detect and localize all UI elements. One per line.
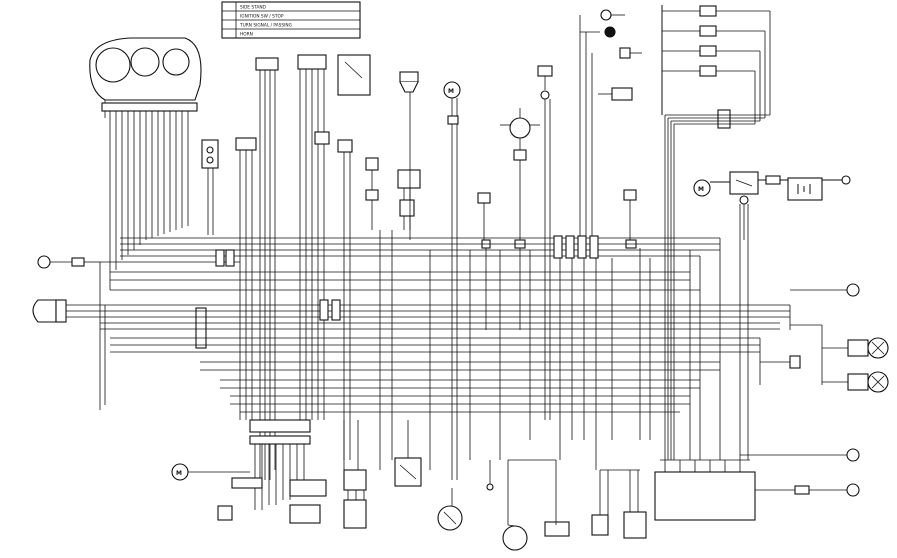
- oil-pressure-switch: [579, 9, 642, 240]
- front-turn-signal-right: [740, 283, 860, 462]
- turn-signal-relay-lower: [394, 457, 422, 487]
- starter-relay: [729, 171, 759, 240]
- starter-clutch-area: [502, 459, 570, 551]
- tachometer-gauge: [95, 47, 131, 83]
- horn-top: M: [443, 81, 461, 480]
- ground-point: [486, 460, 494, 491]
- headlight: [32, 299, 100, 323]
- fuel-cut-connector: [598, 87, 633, 101]
- main-fuse: [765, 175, 781, 185]
- turn-signal-relay: [397, 169, 421, 230]
- brake-lamp-switch-top: [399, 71, 419, 240]
- legend-row-2: IGNITION SW / STOP: [240, 14, 284, 20]
- ignition-control-module: [654, 459, 756, 521]
- regulator: [343, 469, 367, 529]
- handlebar-switch-right: [195, 307, 207, 349]
- handlebar-connector-left: [235, 137, 257, 420]
- neutral-switch: [537, 65, 553, 420]
- mid-verticals: [343, 230, 651, 470]
- fuel-cut-relay: [365, 157, 379, 230]
- legend-row-4: HORN: [240, 32, 253, 38]
- main-connector-stack: [217, 419, 327, 524]
- temp-gauge: [162, 48, 190, 76]
- legend-row-1: SIDE STAND: [240, 5, 267, 11]
- fuse-box: [661, 5, 771, 129]
- ignition-switch: [255, 57, 279, 480]
- fuel-reserve-sensor: [201, 139, 219, 235]
- lower-relays: [591, 469, 647, 539]
- start-switch: [297, 54, 371, 420]
- left-harness: [99, 261, 240, 410]
- speedometer-gauge: [130, 47, 160, 77]
- svg-text:M: M: [176, 470, 182, 477]
- starter-motor: M: [693, 179, 730, 197]
- main-bus-horizontal: [100, 237, 790, 413]
- bus-connectors: [215, 235, 599, 321]
- brake-tail-light: [760, 324, 889, 393]
- alternator: M: [171, 463, 250, 481]
- fuel-pump: [623, 189, 637, 249]
- front-turn-signal-left: [37, 255, 100, 269]
- legend-box: SIDE STAND IGNITION SW / STOP TURN SIGNA…: [221, 1, 361, 39]
- license-light: [748, 483, 860, 497]
- right-harness: [664, 115, 791, 460]
- legend-row-3: TURN SIGNAL / PASSING: [239, 23, 292, 29]
- side-stand-switch: [477, 192, 491, 330]
- svg-text:M: M: [698, 186, 704, 193]
- svg-text:M: M: [448, 88, 454, 95]
- ignition-pulse-generator: [500, 108, 540, 330]
- battery: [758, 175, 851, 201]
- fuel-pump-motor: [437, 488, 463, 531]
- connector-block-mid: [314, 131, 353, 460]
- instrument-cluster: [89, 37, 202, 290]
